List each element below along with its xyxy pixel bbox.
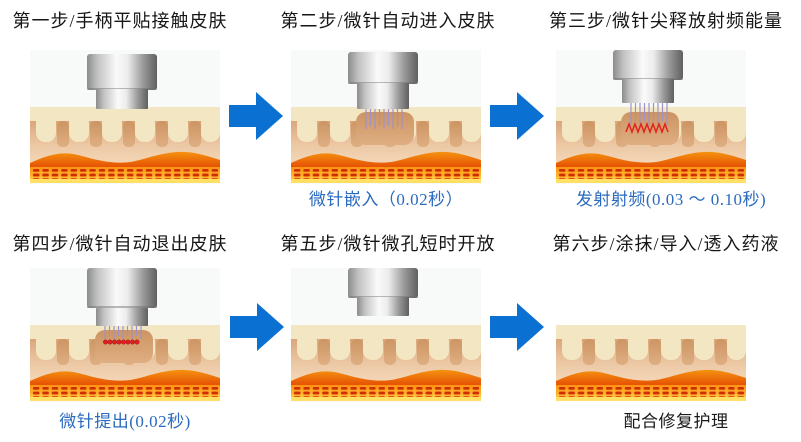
illustration-microneedles-retracting [30,268,220,402]
step-6-title: 第六步/涂抹/导入/透入药液 [552,234,780,254]
handpiece [87,54,157,109]
arrow-right-icon [230,303,284,351]
panel-step-5 [291,268,481,408]
skin-cross-section [291,325,481,401]
micropores [103,339,140,345]
step-4-caption: 微针提出(0.02秒) [59,412,191,431]
skin-depression [95,330,153,363]
step-1-title: 第一步/手柄平贴接触皮肤 [12,11,228,31]
microneedles [104,326,142,339]
skin-depression [621,112,679,145]
handpiece [348,52,418,109]
panel-step-4 [30,268,220,408]
microneedles [365,108,403,129]
rf-wave [625,121,669,135]
panel-step-6 [556,268,746,408]
handpiece [348,268,418,316]
panel-step-1 [30,50,220,190]
arrow-right-icon [490,92,544,140]
step-2-title: 第二步/微针自动进入皮肤 [280,11,496,31]
step-3-title: 第三步/微针尖释放射频能量 [549,11,783,31]
panel-step-3 [556,50,746,190]
illustration-skin-only [556,325,746,401]
microneedles [630,103,668,125]
arrow-right-icon [229,92,283,140]
illustration-handpiece-lifted [291,268,481,402]
skin-depression [356,112,414,145]
illustration-rf-energy-release [556,50,746,184]
step-5-title: 第五步/微针微孔短时开放 [280,234,496,254]
skin-cross-section [30,107,220,183]
step-4-title: 第四步/微针自动退出皮肤 [12,234,228,254]
illustration-microneedles-inserted [291,50,481,184]
step-2-caption: 微针嵌入（0.02秒） [308,190,464,209]
handpiece [613,50,683,103]
step-6-caption: 配合修复护理 [623,412,729,431]
handpiece [87,268,157,326]
skin-cross-section [556,325,746,401]
illustration-handpiece-touching-skin [30,50,220,184]
arrow-right-icon [490,303,544,351]
panel-step-2 [291,50,481,190]
step-3-caption: 发射射频(0.03 ～ 0.10秒) [575,190,767,209]
